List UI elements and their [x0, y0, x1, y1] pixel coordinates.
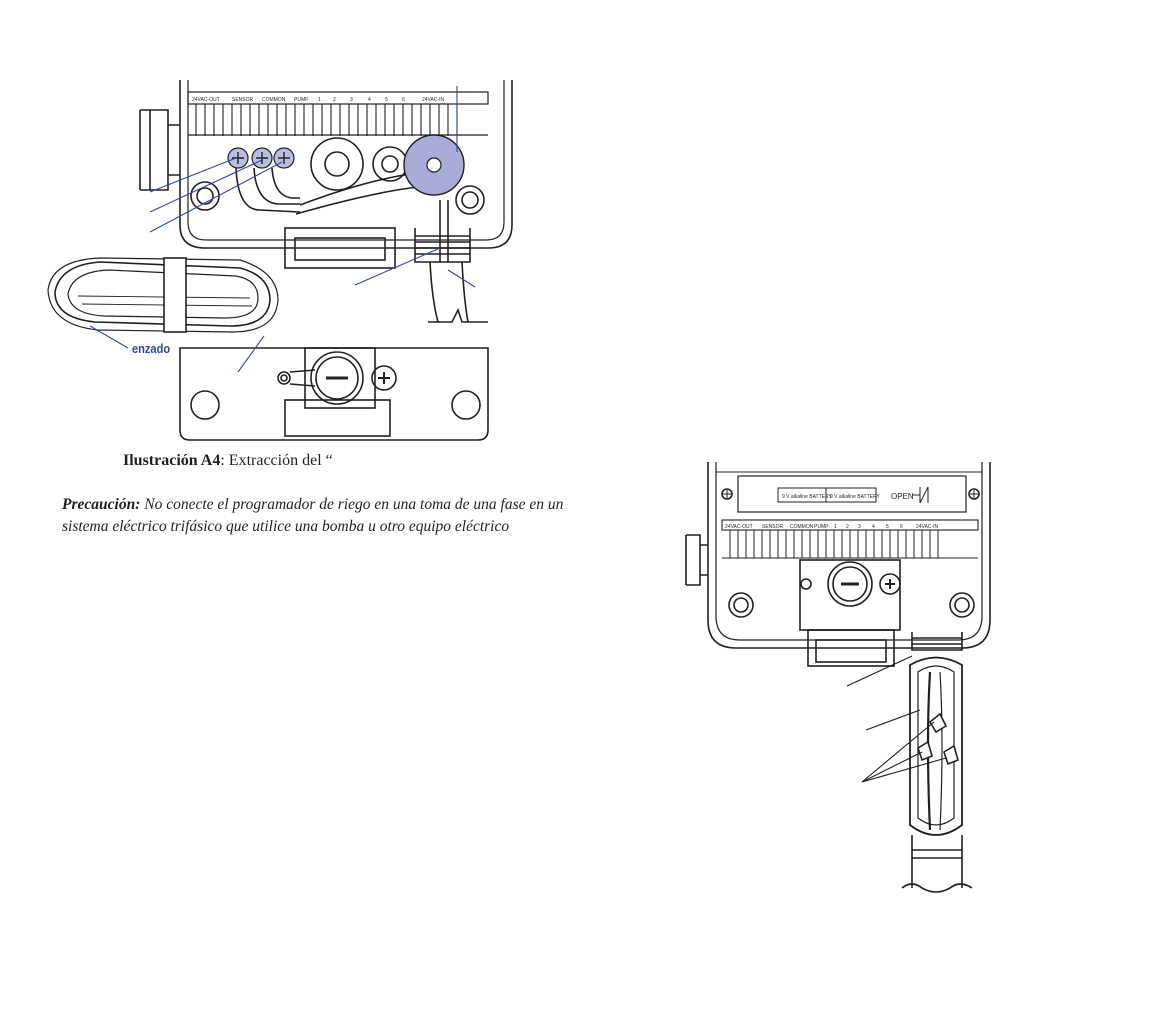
bottom-cover-plate — [179, 347, 489, 441]
svg-text:24VAC-IN: 24VAC-IN — [916, 524, 939, 530]
battery-compartment — [737, 475, 967, 513]
hinge — [139, 109, 180, 191]
controller-housing-outline-right — [707, 462, 991, 649]
svg-text:COMMON: COMMON — [262, 97, 286, 103]
caution-text: No conecte el programador de riego en un… — [62, 496, 564, 535]
controller-inner-wall — [187, 80, 505, 241]
cord-tie — [163, 257, 187, 333]
svg-text:9 V alkaline BATTERY: 9 V alkaline BATTERY — [830, 494, 881, 500]
svg-text:PUMP: PUMP — [814, 524, 829, 530]
svg-text:3: 3 — [858, 524, 861, 530]
svg-text:1: 1 — [834, 524, 837, 530]
caution-paragraph: Precaución: No conecte el programador de… — [62, 494, 582, 538]
controller-housing-outline — [179, 80, 513, 249]
cord-callout-label: enzado — [132, 341, 171, 356]
coiled-cord — [54, 261, 271, 327]
svg-text:24VAC-OUT: 24VAC-OUT — [725, 524, 753, 530]
terminal-strip — [187, 91, 489, 105]
knockout-large — [310, 137, 364, 191]
caption-text: : Extracción del “ — [220, 452, 333, 469]
svg-text:24VAC-OUT: 24VAC-OUT — [192, 97, 220, 103]
svg-text:6: 6 — [900, 524, 903, 530]
svg-text:1: 1 — [318, 97, 321, 103]
svg-text:4: 4 — [872, 524, 875, 530]
svg-text:2: 2 — [846, 524, 849, 530]
svg-text:5: 5 — [385, 97, 388, 103]
caution-label: Precaución: — [62, 496, 141, 513]
svg-text:SENSOR: SENSOR — [232, 97, 254, 103]
svg-text:2: 2 — [333, 97, 336, 103]
svg-text:24VAC-IN: 24VAC-IN — [422, 97, 445, 103]
svg-text:PUMP: PUMP — [294, 97, 309, 103]
svg-text:OPEN: OPEN — [891, 492, 914, 501]
svg-text:COMMON: COMMON — [790, 524, 814, 530]
cover-screw — [310, 351, 364, 405]
svg-text:SENSOR: SENSOR — [762, 524, 784, 530]
svg-text:6: 6 — [402, 97, 405, 103]
caption-label: Ilustración A4 — [123, 452, 221, 469]
svg-text:5: 5 — [886, 524, 889, 530]
svg-text:4: 4 — [368, 97, 371, 103]
svg-text:9 V alkaline BATTERY: 9 V alkaline BATTERY — [782, 494, 833, 500]
junction-box — [909, 656, 963, 836]
figure-a4-caption: Ilustración A4: Extracción del “ — [123, 452, 333, 470]
svg-text:3: 3 — [350, 97, 353, 103]
